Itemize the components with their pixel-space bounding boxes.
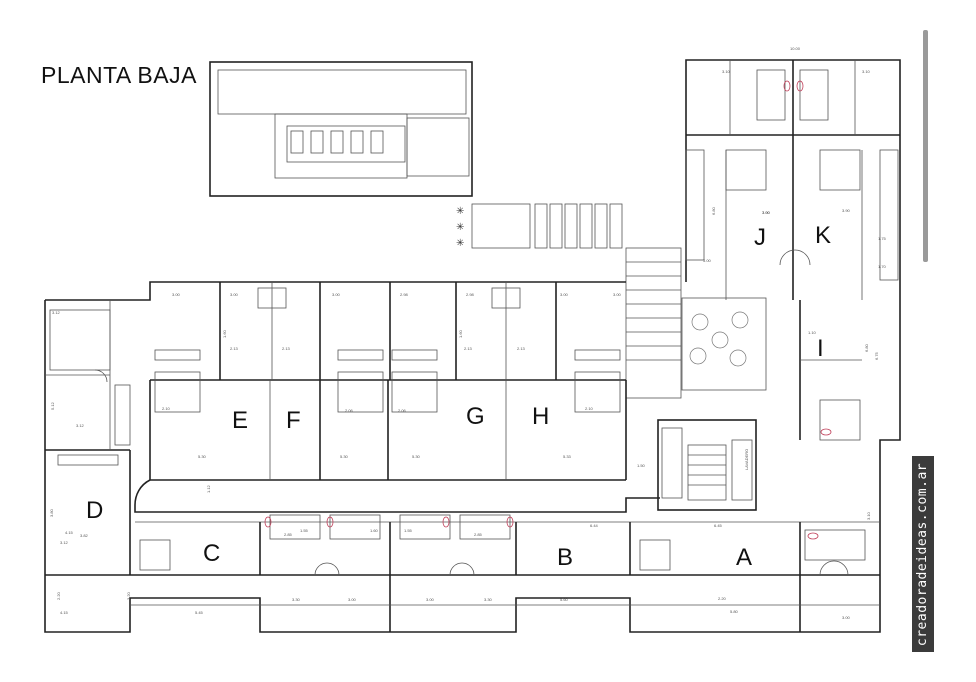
dimension-label: 1.75 bbox=[878, 236, 887, 241]
dimension-label: 5.30 bbox=[198, 454, 207, 459]
dimension-label: 2.13 bbox=[282, 346, 291, 351]
unit-i-label: I bbox=[817, 335, 824, 362]
unit-j-label: J bbox=[754, 224, 766, 251]
dimension-label: 3.10 bbox=[866, 511, 871, 520]
dimension-label: 5.45 bbox=[195, 610, 204, 615]
unit-d-label: D bbox=[86, 497, 103, 524]
south-units bbox=[130, 514, 880, 632]
dimension-label: 1.50 bbox=[637, 463, 646, 468]
dimension-label: 6.45 bbox=[714, 523, 723, 528]
dimension-label: 3.90 bbox=[762, 210, 771, 215]
dimension-label: 6.75 bbox=[874, 351, 879, 360]
dimension-label: 2.13 bbox=[230, 346, 239, 351]
dimension-label: 1.55 bbox=[300, 528, 309, 533]
dimension-label: 3.90 bbox=[842, 208, 851, 213]
unit-h-label: H bbox=[532, 403, 549, 430]
dimension-label: 2.85 bbox=[284, 532, 293, 537]
dimension-label: 6.80 bbox=[864, 343, 869, 352]
dimension-label: 3.00 bbox=[613, 292, 622, 297]
dimension-label: 3.10 bbox=[722, 69, 731, 74]
unit-b-label: B bbox=[557, 544, 573, 571]
dimension-label: 3.00 bbox=[332, 292, 341, 297]
dimension-label: 1.60 bbox=[222, 329, 227, 338]
dimension-label: 3.00 bbox=[172, 292, 181, 297]
unit-a-label: A bbox=[736, 544, 752, 571]
plan-title: PLANTA BAJA bbox=[41, 62, 197, 88]
dimension-label: 6.44 bbox=[590, 523, 599, 528]
unit-f-label: F bbox=[286, 407, 301, 434]
svg-text:✳: ✳ bbox=[456, 222, 464, 233]
dimension-label: 3.30 bbox=[292, 597, 301, 602]
watermark-tab: creadoradeideas.com.ar bbox=[912, 456, 934, 652]
dimension-label: 1.12 bbox=[206, 484, 211, 493]
unit-g-label: G bbox=[466, 403, 485, 430]
dimension-label: 5.80 bbox=[730, 609, 739, 614]
dimension-label: 3.80 bbox=[49, 508, 54, 517]
sink-fixtures bbox=[264, 80, 832, 540]
dimension-label: 3.00 bbox=[842, 615, 851, 620]
dimension-label: 1.10 bbox=[808, 330, 817, 335]
dimension-label: 2.85 bbox=[474, 532, 483, 537]
west-wing bbox=[45, 300, 131, 575]
dimension-label: 2.10 bbox=[585, 406, 594, 411]
svg-text:✳: ✳ bbox=[456, 238, 464, 249]
dimension-label: 5.30 bbox=[340, 454, 349, 459]
dimension-label: 2.10 bbox=[162, 406, 171, 411]
dimension-label: 3.30 bbox=[484, 597, 493, 602]
unit-c-label: C bbox=[203, 540, 220, 567]
unit-labels: A B C D E F G H I J K bbox=[86, 222, 831, 571]
pool-block bbox=[209, 61, 473, 197]
stair-core: LAVADERO bbox=[657, 419, 757, 511]
dimension-label: 7.00 bbox=[762, 210, 771, 215]
unit-e-label: E bbox=[232, 407, 248, 434]
dimension-label: 2.98 bbox=[400, 292, 409, 297]
dimension-label: 3.12 bbox=[60, 540, 69, 545]
dimension-label: 3.12 bbox=[76, 423, 85, 428]
scrollbar[interactable] bbox=[923, 30, 928, 262]
watermark-text: creadoradeideas.com.ar bbox=[915, 462, 931, 646]
patio bbox=[681, 297, 767, 391]
dimension-label: 3.10 bbox=[862, 69, 871, 74]
dimension-label: 3.00 bbox=[560, 292, 569, 297]
dimension-label: 3.00 bbox=[230, 292, 239, 297]
north-units bbox=[149, 282, 627, 481]
dimension-label: 3.00 bbox=[426, 597, 435, 602]
dimension-label: 5.30 bbox=[412, 454, 421, 459]
dimension-label: 4.15 bbox=[65, 530, 74, 535]
dimension-label: 1.55 bbox=[404, 528, 413, 533]
dimension-label: 5.00 bbox=[703, 258, 712, 263]
dimension-label: 2.98 bbox=[466, 292, 475, 297]
corridor bbox=[134, 479, 880, 523]
dimension-label: 10.00 bbox=[790, 46, 801, 51]
dimension-label: 2.06 bbox=[398, 408, 407, 413]
dimension-label: 3.82 bbox=[80, 533, 89, 538]
dimension-label: 3.00 bbox=[348, 597, 357, 602]
dimension-label: 2.20 bbox=[56, 591, 61, 600]
dimension-label: 1.70 bbox=[878, 264, 887, 269]
building-outline bbox=[44, 59, 901, 633]
unit-k-label: K bbox=[815, 222, 831, 249]
dimension-label: 2.20 bbox=[718, 596, 727, 601]
exterior-steps bbox=[471, 203, 682, 399]
dimension-label: 5.60 bbox=[560, 597, 569, 602]
dimension-label: 2.13 bbox=[464, 346, 473, 351]
lavadero-label: LAVADERO bbox=[744, 449, 749, 470]
dimension-label: 2.13 bbox=[517, 346, 526, 351]
dimension-label: 1.60 bbox=[370, 528, 379, 533]
dimension-label: 4.15 bbox=[60, 610, 69, 615]
dimension-label: 2.06 bbox=[345, 408, 354, 413]
dimension-label: 5.12 bbox=[50, 401, 55, 410]
dimension-label: 1.60 bbox=[458, 329, 463, 338]
svg-text:✳: ✳ bbox=[456, 206, 464, 217]
dimension-label: 6.80 bbox=[711, 206, 716, 215]
dimension-label: 5.33 bbox=[563, 454, 572, 459]
plant-icons: ✳ ✳ ✳ bbox=[456, 206, 464, 249]
dimension-label: 3.20 bbox=[126, 591, 131, 600]
dimension-label: 3.12 bbox=[52, 310, 61, 315]
east-wing bbox=[685, 60, 900, 441]
